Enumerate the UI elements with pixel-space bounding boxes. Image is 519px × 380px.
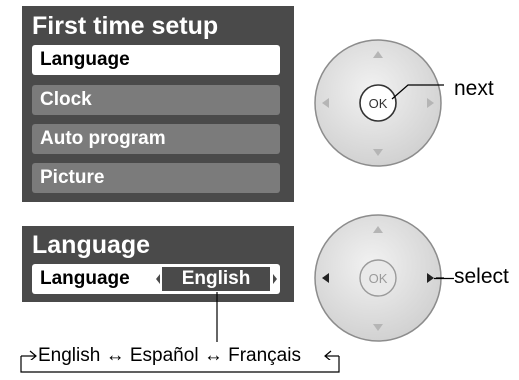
remote-dpad-next: OK	[314, 39, 444, 167]
remote-dpad-select: OK	[314, 214, 444, 342]
left-arrow-icon	[324, 350, 339, 360]
select-callout-line	[434, 277, 454, 280]
ok-button-label: OK	[369, 271, 388, 286]
right-arrow-icon[interactable]	[427, 98, 434, 108]
menu-item-clock[interactable]: Clock	[32, 85, 280, 115]
left-arrow-icon[interactable]	[322, 273, 329, 283]
language-value[interactable]: English	[162, 267, 270, 291]
menu-item-language[interactable]: Language	[32, 45, 280, 75]
right-arrow-icon	[21, 350, 37, 360]
menu-item-picture[interactable]: Picture	[32, 163, 280, 193]
select-callout: select	[454, 265, 509, 288]
first-time-setup-menu: First time setup Language Clock Auto pro…	[22, 6, 294, 202]
next-callout: next	[454, 77, 494, 100]
menu-item-auto-program[interactable]: Auto program	[32, 124, 280, 154]
down-arrow-icon[interactable]	[373, 324, 383, 331]
language-cycle-text: English ↔ Español ↔ Français	[38, 345, 301, 366]
language-menu: Language Language English	[22, 226, 294, 302]
ok-button-label: OK	[369, 96, 388, 111]
right-arrow-icon[interactable]	[273, 274, 277, 284]
left-arrow-icon[interactable]	[156, 274, 160, 284]
language-menu-title: Language	[32, 231, 151, 259]
up-arrow-icon[interactable]	[373, 51, 383, 58]
menu-title: First time setup	[32, 12, 219, 40]
language-row-label: Language	[40, 268, 130, 289]
right-arrow-icon[interactable]	[427, 273, 434, 283]
down-arrow-icon[interactable]	[373, 149, 383, 156]
ok-button[interactable]	[359, 84, 397, 122]
language-setting-row[interactable]: Language English	[32, 264, 280, 294]
ok-button[interactable]	[359, 259, 397, 297]
up-arrow-icon[interactable]	[373, 226, 383, 233]
left-arrow-icon[interactable]	[322, 98, 329, 108]
callout-line	[391, 84, 444, 100]
